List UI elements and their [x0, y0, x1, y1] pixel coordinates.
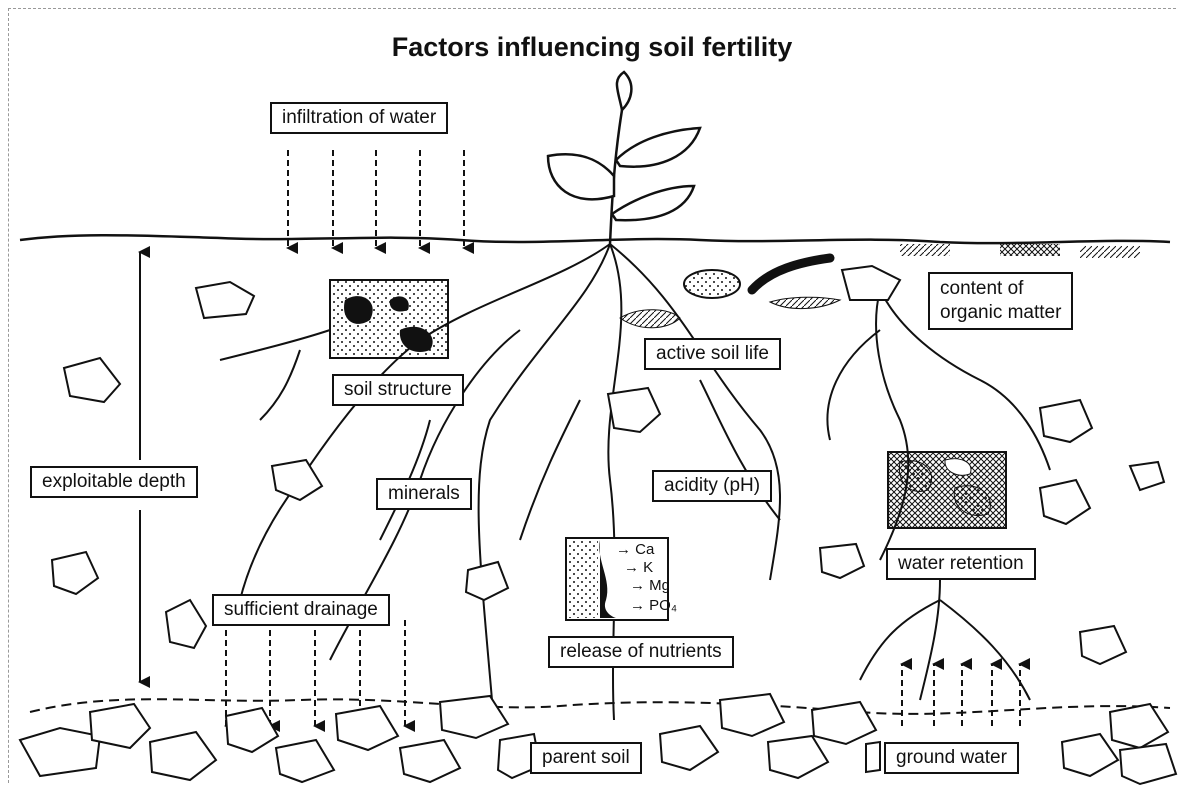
insect: [770, 297, 840, 308]
label-parent-soil: parent soil: [530, 742, 642, 774]
litter-patch-1: [1000, 244, 1060, 256]
earthworm: [752, 258, 830, 290]
beetle: [620, 310, 680, 328]
label-organic-line2: organic matter: [940, 301, 1061, 325]
parent-soil-boundary: [30, 699, 1170, 714]
label-organic-matter: content of organic matter: [928, 272, 1073, 330]
infiltration-arrows: [288, 150, 464, 248]
label-organic-line1: content of: [940, 277, 1061, 301]
label-infiltration: infiltration of water: [270, 102, 448, 134]
nutrient-k: → K: [624, 560, 653, 575]
larva: [684, 270, 740, 298]
groundwater-arrows: [902, 664, 1020, 726]
label-water-retention: water retention: [886, 548, 1036, 580]
nutrient-mg: → Mg: [630, 578, 670, 593]
litter-patch-2: [1080, 246, 1140, 258]
soil-surface-line: [20, 235, 1170, 243]
label-minerals: minerals: [376, 478, 472, 510]
label-ground-water: ground water: [884, 742, 1019, 774]
label-sufficient-drainage: sufficient drainage: [212, 594, 390, 626]
label-soil-structure: soil structure: [332, 374, 464, 406]
nutrient-ca: → Ca: [616, 542, 654, 557]
label-active-soil-life: active soil life: [644, 338, 781, 370]
label-exploitable-depth: exploitable depth: [30, 466, 198, 498]
label-acidity: acidity (pH): [652, 470, 772, 502]
label-release-of-nutrients: release of nutrients: [548, 636, 734, 668]
plant: [548, 72, 700, 244]
litter-patch-3: [900, 244, 950, 256]
page-title: Factors influencing soil fertility: [0, 32, 1184, 63]
nutrient-po4: → PO₄: [630, 598, 677, 613]
